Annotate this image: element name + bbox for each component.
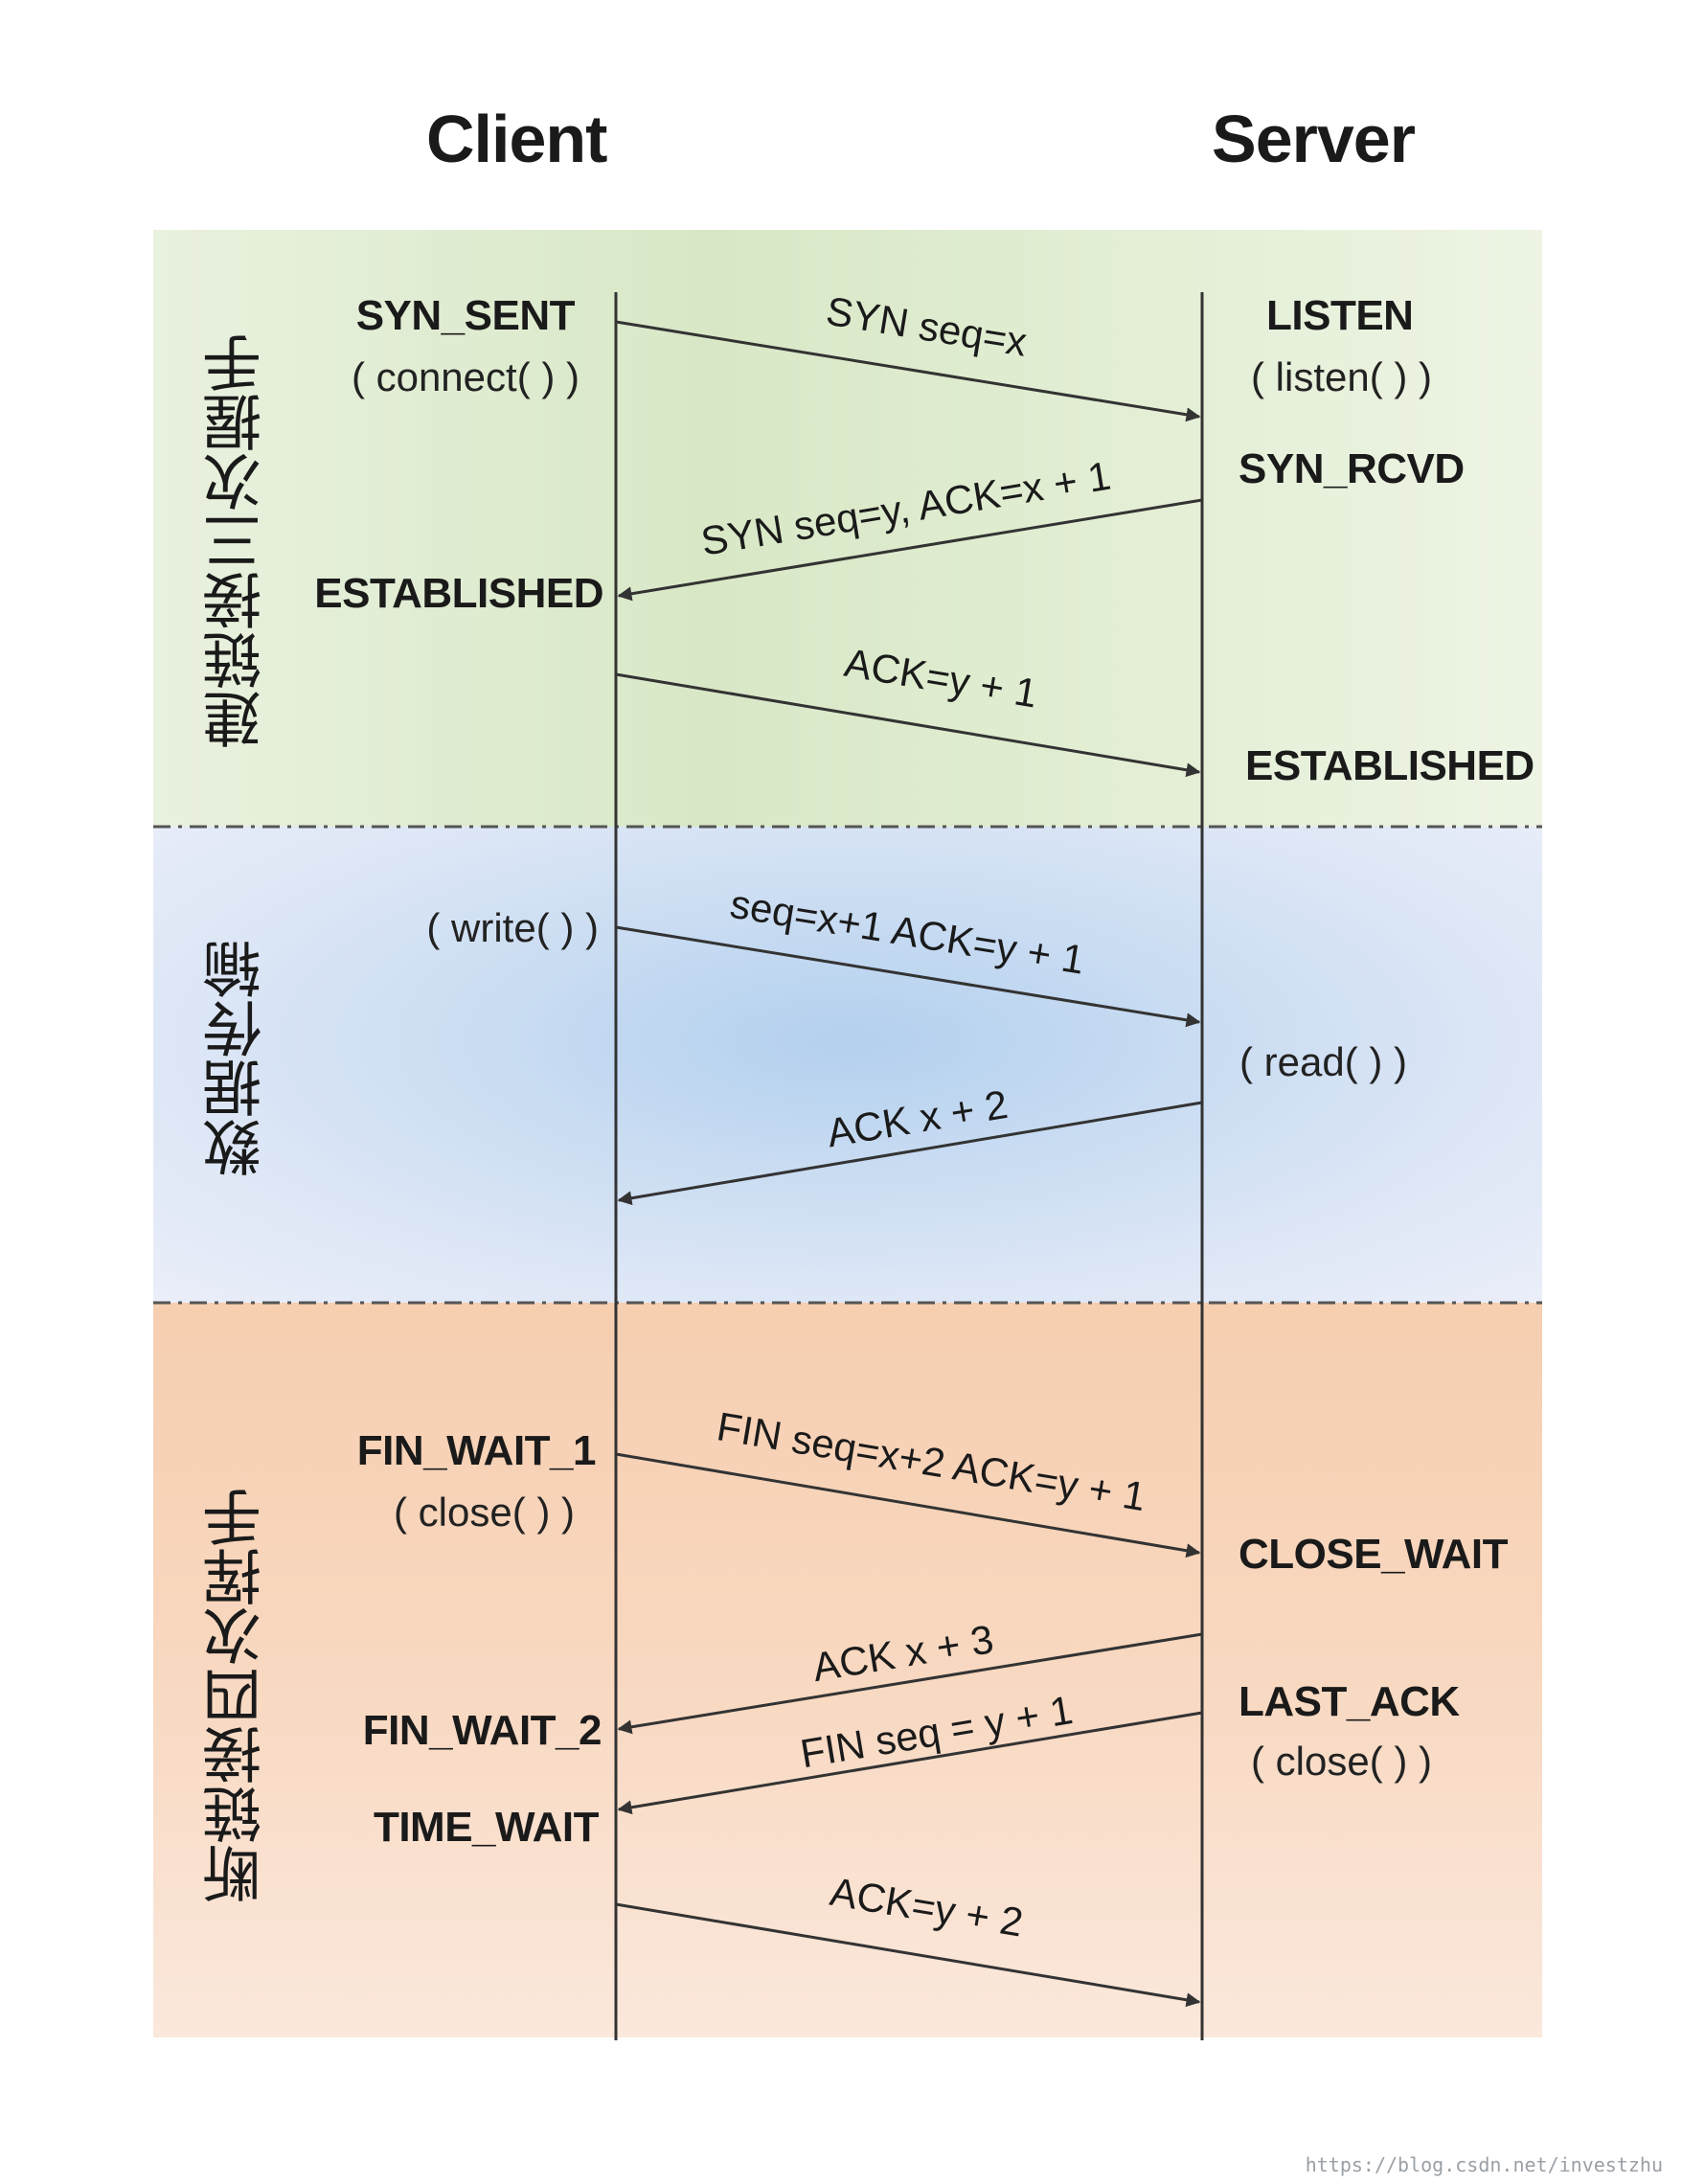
data-transfer-band [153, 827, 1542, 1303]
server-state-established: ESTABLISHED [1245, 742, 1534, 789]
watermark-url: https://blog.csdn.net/investzhu [1305, 2153, 1663, 2176]
message-fin-2-label: FIN seq = y + 1 [797, 1687, 1076, 1776]
message-ack-fin-label: ACK x + 3 [809, 1616, 996, 1690]
server-call-read: ( read( ) ) [1239, 1039, 1408, 1084]
message-data-ack: ACK x + 2 [617, 1081, 1203, 1206]
client-call-close: ( close( ) ) [394, 1490, 575, 1535]
client-state-fin-wait-2: FIN_WAIT_2 [362, 1707, 602, 1754]
client-state-established: ESTABLISHED [314, 570, 603, 617]
message-syn-ack: SYN seq=y, ACK=x + 1 [617, 453, 1203, 602]
message-ack-fin: ACK x + 3 [617, 1616, 1203, 1735]
server-call-listen: ( listen( ) ) [1251, 354, 1432, 399]
message-data: seq=x+1 ACK=y + 1 [615, 881, 1201, 1028]
teardown-band [153, 1303, 1542, 2037]
message-data-ack-label: ACK x + 2 [824, 1081, 1011, 1155]
server-state-last-ack: LAST_ACK [1239, 1678, 1460, 1725]
client-state-fin-wait-1: FIN_WAIT_1 [356, 1427, 597, 1474]
client-state-time-wait: TIME_WAIT [373, 1804, 600, 1851]
message-ack-1-label: ACK=y + 1 [841, 640, 1040, 717]
message-ack-1: ACK=y + 1 [615, 640, 1201, 778]
client-state-syn-sent: SYN_SENT [355, 292, 576, 339]
server-header: Server [1212, 102, 1416, 176]
message-ack-2: ACK=y + 2 [615, 1869, 1201, 2008]
message-syn-label: SYN seq=x [823, 288, 1030, 365]
message-fin-2: FIN seq = y + 1 [617, 1687, 1203, 1815]
message-syn: SYN seq=x [615, 288, 1201, 422]
handshake-band [153, 230, 1542, 827]
client-call-write: ( write( ) ) [426, 905, 599, 950]
server-state-listen: LISTEN [1266, 292, 1414, 339]
server-state-close-wait: CLOSE_WAIT [1239, 1531, 1509, 1578]
client-header: Client [426, 102, 607, 176]
client-call-connect: ( connect( ) ) [351, 354, 580, 399]
server-call-close: ( close( ) ) [1251, 1739, 1432, 1784]
message-fin-1: FIN seq=x+2 ACK=y + 1 [615, 1403, 1201, 1558]
message-ack-2-label: ACK=y + 2 [827, 1869, 1026, 1945]
message-fin-1-label: FIN seq=x+2 ACK=y + 1 [714, 1403, 1148, 1519]
message-data-label: seq=x+1 ACK=y + 1 [727, 881, 1087, 983]
server-state-syn-rcvd: SYN_RCVD [1239, 445, 1465, 492]
